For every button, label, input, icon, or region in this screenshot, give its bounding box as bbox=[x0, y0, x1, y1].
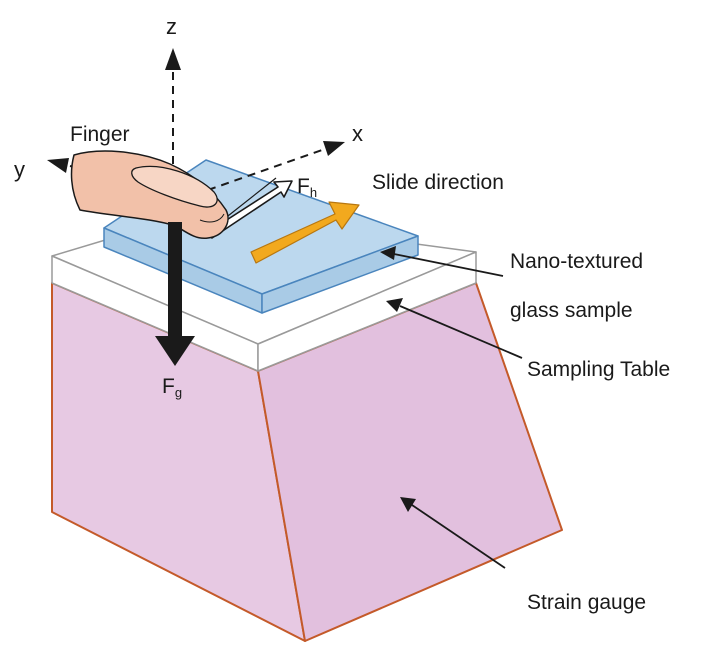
fg-label-subscript: g bbox=[175, 385, 182, 400]
fg-arrow-head bbox=[155, 336, 195, 366]
finger-body bbox=[70, 150, 229, 240]
coordinate-axes bbox=[47, 48, 345, 191]
leader-lines bbox=[380, 246, 523, 569]
strain-gauge-label: Strain gauge bbox=[527, 591, 646, 614]
leader-glass bbox=[393, 253, 504, 277]
y-axis-arrowhead bbox=[47, 158, 69, 173]
fg-label: Fg bbox=[162, 375, 182, 400]
glass-sample-label-line2: glass sample bbox=[510, 299, 633, 322]
fg-force-arrow bbox=[155, 222, 195, 366]
x-axis-arrowhead bbox=[323, 141, 345, 156]
x-axis-label: x bbox=[352, 121, 363, 146]
finger-tip-shadow bbox=[199, 213, 225, 223]
z-axis-label: z bbox=[166, 14, 177, 39]
strain-gauge-block bbox=[51, 282, 563, 642]
z-axis-arrowhead bbox=[165, 48, 181, 70]
leader-gauge-head bbox=[400, 497, 416, 512]
x-axis-line bbox=[207, 148, 326, 191]
finger bbox=[70, 150, 229, 240]
finger-label: Finger bbox=[70, 123, 130, 146]
fh-label-subscript: h bbox=[310, 185, 317, 200]
glass-sample-label-line1: Nano-textured bbox=[510, 250, 643, 273]
leader-table-head bbox=[386, 298, 403, 312]
leader-table bbox=[399, 305, 523, 359]
leader-gauge bbox=[411, 504, 506, 569]
fg-arrow-shaft bbox=[168, 222, 182, 338]
fingernail bbox=[131, 165, 218, 208]
leader-glass-head bbox=[380, 246, 396, 260]
sampling-table-label: Sampling Table bbox=[527, 358, 670, 381]
sampling-table-front-right bbox=[257, 251, 477, 372]
fh-label-main: F bbox=[297, 175, 310, 198]
slide-direction-label: Slide direction bbox=[372, 171, 504, 194]
y-axis-label: y bbox=[14, 157, 25, 182]
fh-label: Fh bbox=[297, 175, 317, 200]
slide-direction-arrow bbox=[250, 201, 360, 264]
glass-sample-front-right bbox=[261, 235, 419, 314]
fg-label-main: F bbox=[162, 375, 175, 398]
